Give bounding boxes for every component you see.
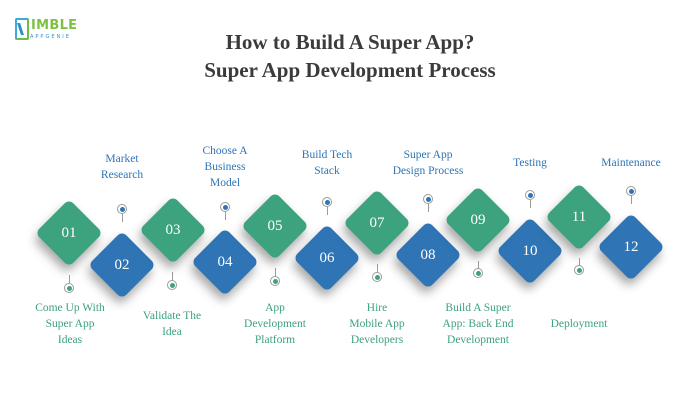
step-08-label: Super App Design Process: [373, 147, 483, 179]
step-06-pin-icon: [322, 197, 332, 207]
step-01-label: Come Up With Super App Ideas: [15, 300, 125, 348]
step-04-label-line: Choose A: [202, 145, 248, 157]
step-06-label-line: Build Tech: [301, 149, 353, 161]
step-12-label-line: Maintenance: [601, 157, 661, 169]
step-07-label: Hire Mobile App Developers: [322, 300, 432, 348]
step-07-connector: [377, 264, 378, 272]
step-01-label-line: Ideas: [57, 334, 83, 346]
page-subtitle: Super App Development Process: [204, 58, 496, 82]
step-07-label-line: Mobile App: [349, 318, 405, 330]
step-05-label-line: Development: [244, 318, 306, 330]
step-11-pin-icon: [574, 265, 584, 275]
step-05-label: App Development Platform: [220, 300, 330, 348]
logo-n-icon: [15, 18, 29, 40]
step-05-label-line: App: [265, 302, 285, 314]
step-02-label: Market Research: [67, 151, 177, 183]
step-12-label: Maintenance: [576, 155, 686, 171]
step-09-label-line: Development: [447, 334, 509, 346]
step-03-connector: [172, 272, 173, 280]
step-08-number: 08: [420, 247, 436, 263]
step-04-label-line: Model: [209, 177, 241, 189]
step-01-label-line: Come Up With: [35, 302, 105, 314]
step-04-label: Choose A Business Model: [170, 143, 280, 191]
step-12-connector: [631, 196, 632, 204]
step-02-label-line: Research: [100, 169, 144, 181]
step-10-pin-icon: [525, 190, 535, 200]
step-01-number: 01: [61, 225, 77, 241]
step-05-connector: [275, 268, 276, 276]
step-10-number: 10: [522, 243, 538, 259]
step-03-number: 03: [165, 222, 181, 238]
step-08-pin-icon: [423, 194, 433, 204]
page-title: How to Build A Super App?: [225, 30, 475, 54]
step-07-label-line: Hire: [366, 302, 388, 314]
step-03-pin-icon: [167, 280, 177, 290]
step-04-connector: [225, 212, 226, 220]
step-07-number: 07: [369, 215, 385, 231]
step-11-label: Deployment: [524, 316, 634, 332]
step-09-label-line: Build A Super: [445, 302, 511, 314]
step-05-number: 05: [267, 218, 283, 234]
step-10-label: Testing: [475, 155, 585, 171]
step-02-label-line: Market: [105, 153, 139, 165]
step-03-label-line: Idea: [162, 326, 182, 338]
step-03-label-line: Validate The: [142, 310, 202, 322]
nimble-appgenie-logo: IMBLE APPGENIE: [15, 17, 77, 47]
step-11-connector: [579, 258, 580, 266]
step-03-label: Validate The Idea: [117, 308, 227, 340]
step-09-label: Build A Super App: Back End Development: [423, 300, 533, 348]
step-01-connector: [69, 275, 70, 283]
step-06-number: 06: [319, 250, 335, 266]
step-02-pin-icon: [117, 204, 127, 214]
step-06-label: Build Tech Stack: [272, 147, 382, 179]
step-11-label-line: Deployment: [550, 318, 608, 330]
step-07-pin-icon: [372, 272, 382, 282]
step-10-label-line: Testing: [513, 157, 547, 169]
step-04-number: 04: [217, 254, 233, 270]
step-08-connector: [428, 204, 429, 212]
step-12-pin-icon: [626, 186, 636, 196]
step-09-pin-icon: [473, 268, 483, 278]
step-08-label-line: Super App: [403, 149, 453, 161]
step-09-label-line: App: Back End: [442, 318, 514, 330]
step-05-label-line: Platform: [254, 334, 296, 346]
step-10-connector: [530, 200, 531, 208]
step-02-connector: [122, 214, 123, 222]
step-07-label-line: Developers: [350, 334, 404, 346]
step-09-connector: [478, 261, 479, 269]
step-08-label-line: Design Process: [392, 165, 464, 177]
logo-wordmark: IMBLE: [31, 18, 78, 33]
step-02-number: 02: [114, 257, 130, 273]
step-04-label-line: Business: [204, 161, 246, 173]
step-04-pin-icon: [220, 202, 230, 212]
step-12-number: 12: [623, 239, 639, 255]
step-11-number: 11: [571, 209, 587, 225]
step-05-pin-icon: [270, 276, 280, 286]
step-01-pin-icon: [64, 283, 74, 293]
step-01-label-line: Super App: [45, 318, 95, 330]
logo-subtitle: APPGENIE: [30, 34, 71, 40]
step-09-number: 09: [470, 212, 486, 228]
step-06-label-line: Stack: [314, 165, 340, 177]
step-06-connector: [327, 207, 328, 215]
